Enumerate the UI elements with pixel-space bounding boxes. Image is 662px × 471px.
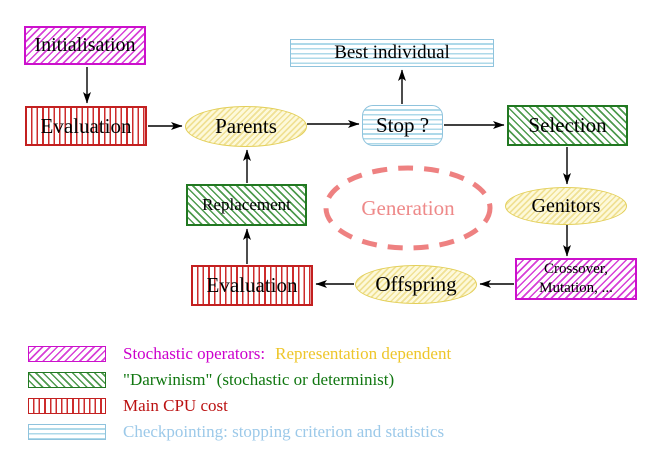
- node-offspring: Offspring: [355, 265, 477, 304]
- generation-label: Generation: [361, 196, 455, 220]
- node-crossover-mutation: Crossover, Mutation, ...: [515, 258, 637, 300]
- node-evaluation-top: Evaluation: [25, 106, 147, 146]
- legend-row-darwinism: "Darwinism" (stochastic or determinist): [28, 370, 395, 389]
- legend-row-cpu-cost: Main CPU cost: [28, 396, 228, 415]
- generation-dashed-outline: [323, 165, 493, 251]
- node-genitors: Genitors: [505, 187, 627, 225]
- node-parents: Parents: [185, 106, 307, 147]
- legend-checkpointing-text: Checkpointing: stopping criterion and st…: [123, 422, 445, 441]
- legend-swatch-red-stripes: [28, 398, 106, 414]
- legend-swatch-cyan-stripes: [28, 424, 106, 440]
- legend-darwinism-text: "Darwinism" (stochastic or determinist): [123, 370, 395, 389]
- legend-row-checkpointing: Checkpointing: stopping criterion and st…: [28, 422, 445, 441]
- legend-stochastic-operators-text: Stochastic operators:: [123, 344, 266, 363]
- node-stop: Stop ?: [362, 105, 443, 146]
- legend-swatch-green-hatch: [28, 372, 106, 388]
- node-evaluation-bottom: Evaluation: [191, 265, 313, 306]
- legend-row-stochastic: Stochastic operators: Representation depe…: [28, 344, 451, 364]
- node-initialisation: Initialisation: [24, 26, 146, 65]
- crossover-mutation-label: Crossover, Mutation, ...: [539, 260, 613, 298]
- mutation-line: Mutation, ...: [539, 280, 613, 296]
- generation-cycle-ellipse: Generation: [322, 164, 494, 253]
- legend-label-stochastic: Stochastic operators: Representation depe…: [123, 344, 451, 364]
- legend-cpu-cost-text: Main CPU cost: [123, 396, 228, 415]
- legend-swatch-magenta-hatch: [28, 346, 106, 362]
- node-selection: Selection: [507, 105, 628, 146]
- crossover-line: Crossover,: [544, 261, 608, 278]
- node-best-individual: Best individual: [290, 39, 494, 67]
- legend-representation-dependent-text: Representation dependent: [275, 344, 452, 363]
- node-replacement: Replacement: [186, 184, 307, 226]
